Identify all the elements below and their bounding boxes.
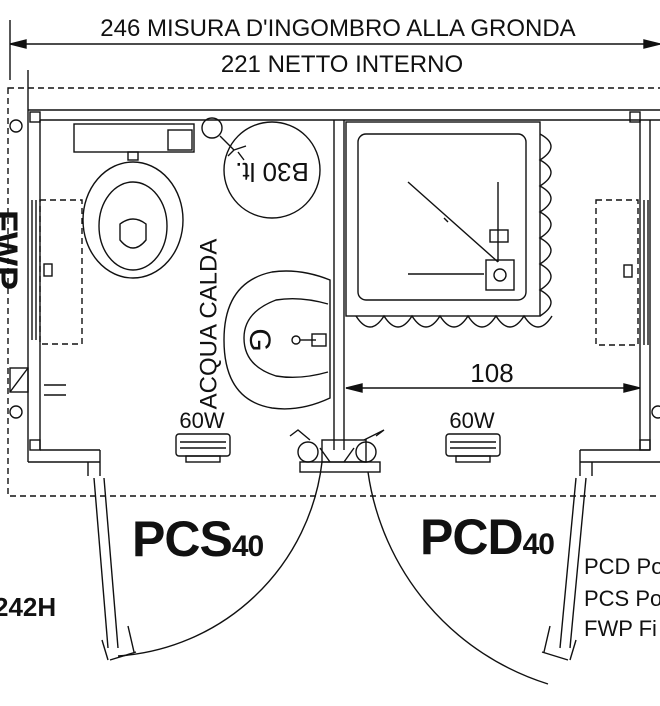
left-window (9, 199, 83, 396)
overall-dimension-label: 246 MISURA D'INGOMBRO ALLA GRONDA (100, 15, 575, 42)
lamp-right (445, 433, 501, 463)
room-left-label: PCS40 (132, 511, 263, 567)
legend-item: PCD Po (584, 554, 660, 579)
lamp-left (175, 433, 231, 463)
overall-dimension-line (9, 20, 660, 110)
toilet-fixture (73, 123, 195, 279)
door-right (367, 471, 587, 685)
door-left (93, 461, 323, 661)
lamp-right-label: 60W (449, 408, 494, 433)
sink-fixture (223, 270, 331, 410)
shower-dimension-line (345, 383, 641, 393)
lamp-left-label: 60W (179, 408, 224, 433)
boiler-label: B30 lt. (235, 157, 309, 187)
boiler-fixture (201, 117, 321, 219)
shower-fixture (345, 121, 553, 328)
legend-item: PCS Po (584, 586, 660, 611)
room-right-label: PCD40 (420, 509, 554, 565)
right-window (595, 199, 649, 346)
legend-item: FWP Fi (584, 616, 657, 641)
shower-dimension-label: 108 (470, 358, 513, 388)
gutter-outline (7, 87, 660, 497)
height-label: 242H (0, 592, 56, 622)
sink-letter: G (243, 328, 276, 351)
internal-dimension-label: 221 NETTO INTERNO (221, 51, 463, 78)
central-partition (321, 120, 367, 463)
left-edge-vertical-label: FWP (0, 210, 25, 290)
legend: PCD Po PCS Po FWP Fi (584, 554, 660, 641)
door-handles (289, 429, 385, 473)
hot-water-label: ACQUA CALDA (195, 239, 222, 410)
outer-walls (9, 109, 660, 476)
